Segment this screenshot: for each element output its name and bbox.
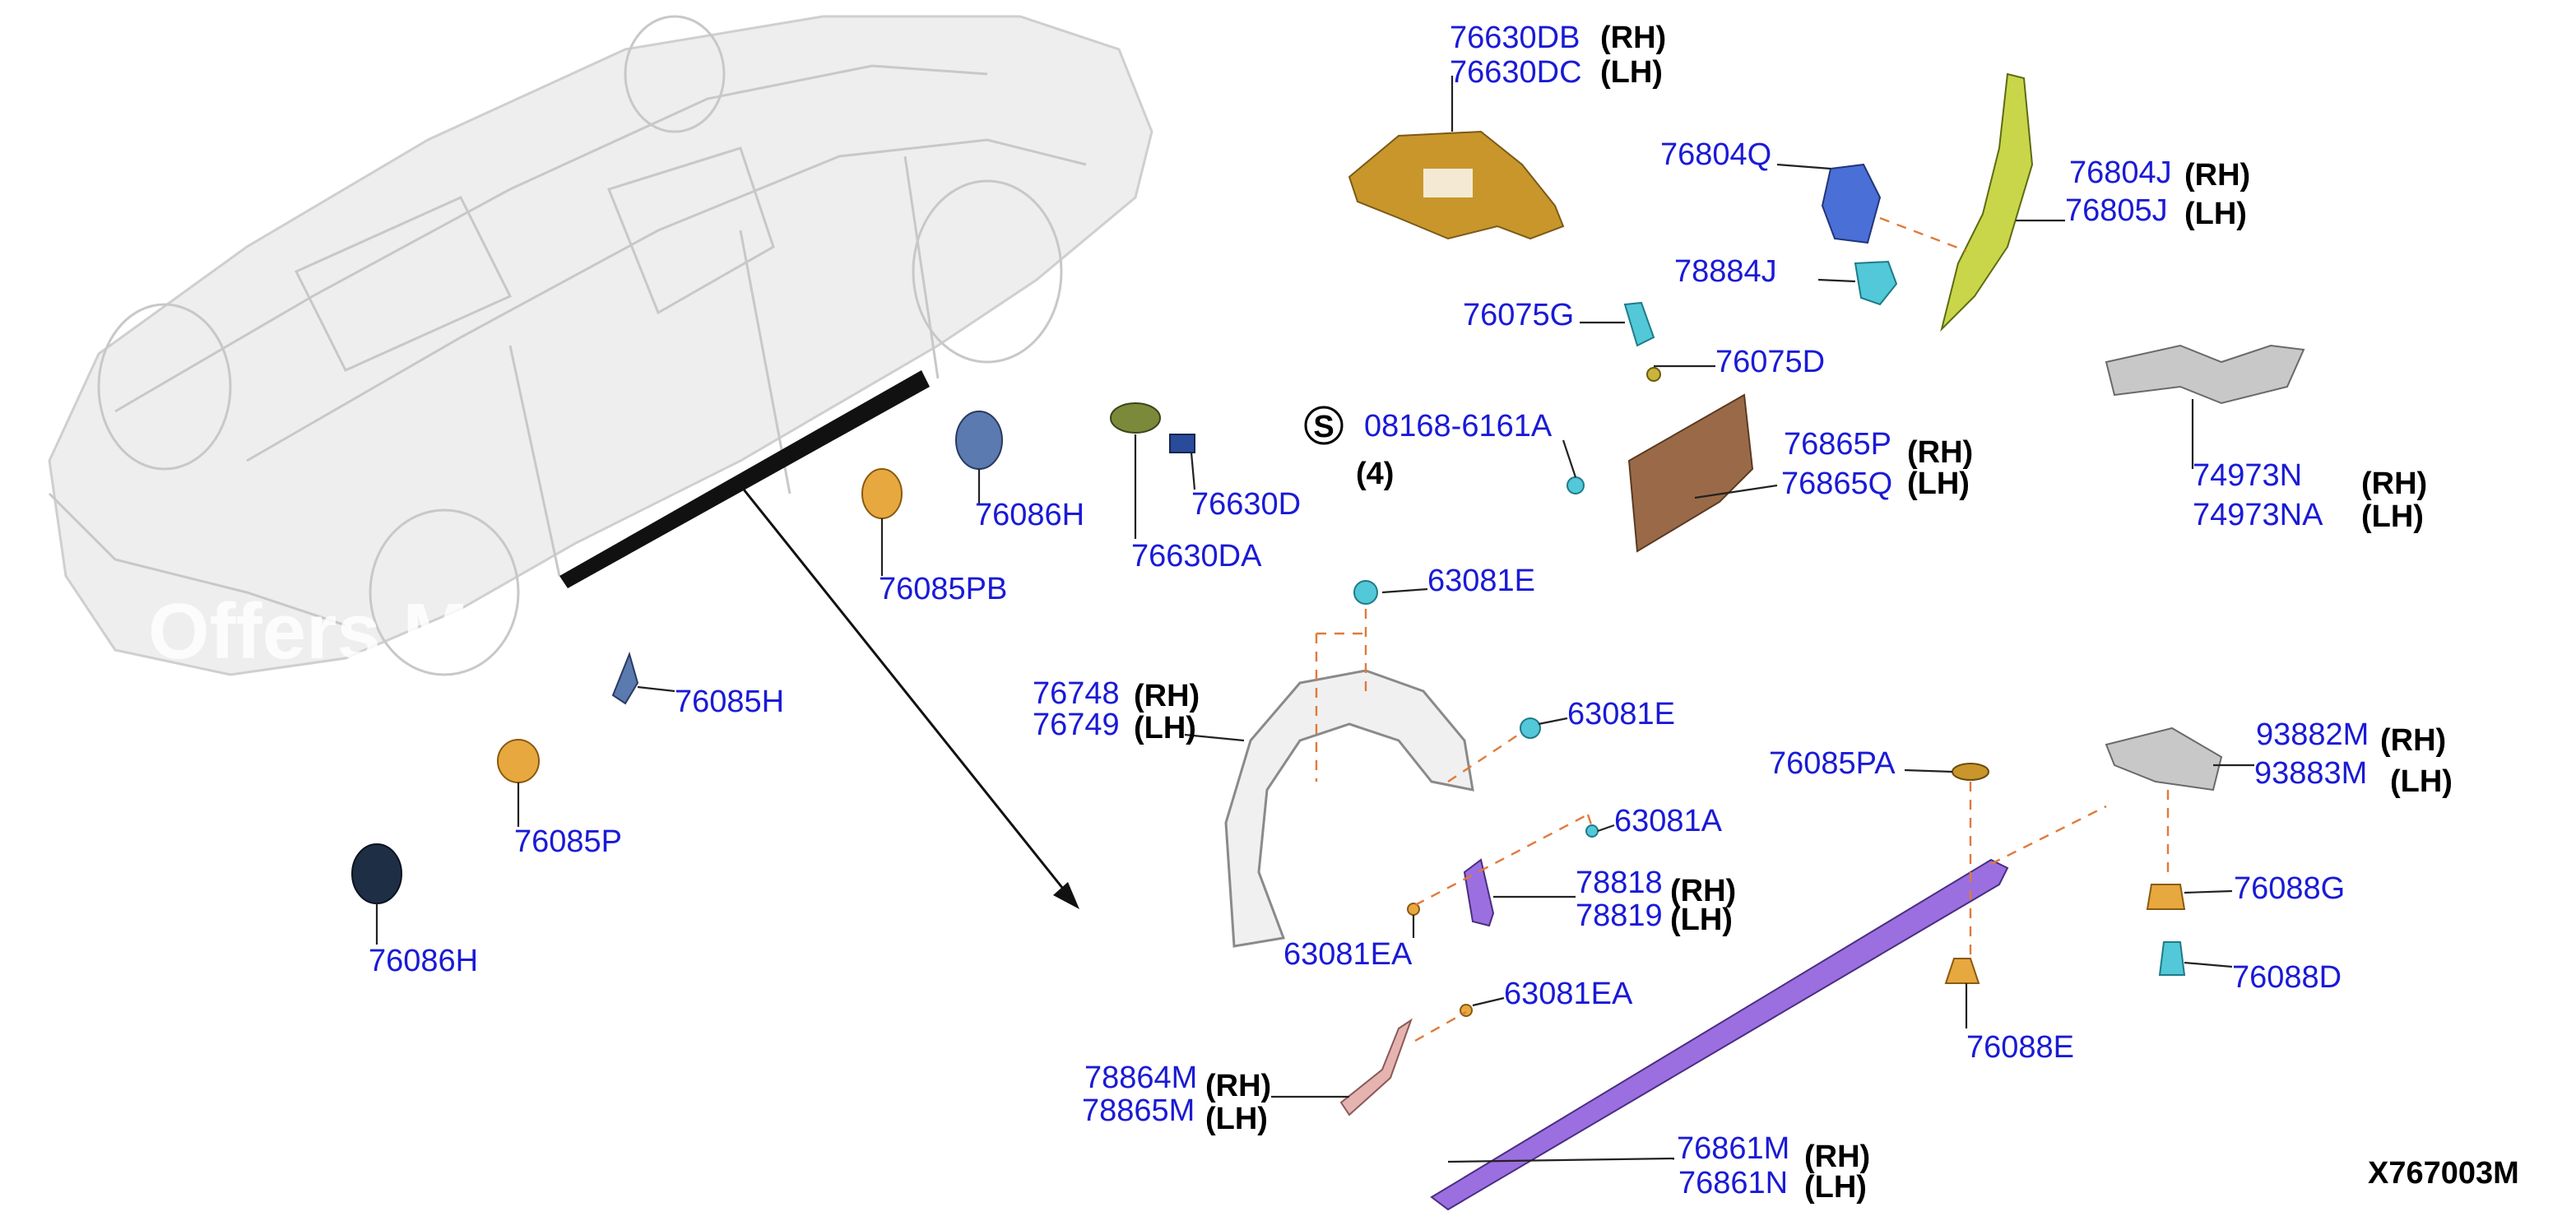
side-lh: (LH) — [1134, 711, 1196, 745]
part-08168-screw — [1566, 476, 1585, 494]
part-76630DA-pad — [1110, 402, 1161, 434]
label-76086H-b: 76086H — [369, 944, 478, 978]
label-76630DC: 76630DC — [1450, 55, 1582, 90]
label-93883M: 93883M — [2254, 756, 2367, 791]
part-76075G — [1623, 301, 1655, 347]
side-rh: (RH) — [2380, 723, 2446, 758]
part-63081EA-clip-b — [1460, 1004, 1473, 1017]
part-74973N-shield — [2105, 344, 2305, 405]
label-76075D: 76075D — [1715, 345, 1825, 379]
label-76861N: 76861N — [1678, 1166, 1788, 1200]
part-76088E — [1944, 958, 1980, 984]
part-76088D — [2158, 941, 2186, 976]
pointer-arrow — [739, 485, 1071, 898]
label-76804J: 76804J — [2069, 156, 2172, 190]
label-76086H-a: 76086H — [975, 498, 1084, 532]
label-93882M: 93882M — [2256, 717, 2369, 752]
part-63081A-clip — [1585, 824, 1599, 838]
label-76805J: 76805J — [2065, 193, 2168, 228]
label-08168-6161A: 08168-6161A — [1364, 409, 1553, 443]
quantity-note: (4) — [1356, 457, 1394, 491]
label-76088D: 76088D — [2232, 960, 2342, 995]
label-76749: 76749 — [1033, 708, 1120, 742]
sill-strip-on-car — [559, 370, 930, 588]
label-76748: 76748 — [1033, 676, 1120, 711]
s-symbol-icon — [1304, 406, 1344, 445]
side-rh: (RH) — [1804, 1140, 1870, 1174]
part-76085PB-plug — [861, 468, 903, 519]
side-rh: (RH) — [1205, 1069, 1271, 1103]
part-76085H-plug — [611, 651, 639, 705]
side-lh: (LH) — [2390, 764, 2453, 799]
label-63081E-b: 63081E — [1567, 697, 1675, 731]
side-lh: (LH) — [2184, 197, 2247, 231]
side-rh: (RH) — [2184, 158, 2250, 193]
part-76086H-plug-b — [351, 843, 402, 904]
label-76630D: 76630D — [1191, 487, 1301, 522]
leader-lines — [375, 76, 2254, 1163]
part-63081E-clip-a — [1353, 580, 1378, 605]
label-74973N: 74973N — [2193, 458, 2302, 493]
side-rh: (RH) — [1670, 874, 1736, 908]
part-63081EA-clip-a — [1407, 903, 1420, 916]
label-78884J: 78884J — [1674, 254, 1777, 289]
side-rh: (RH) — [2361, 467, 2427, 501]
label-63081E-a: 63081E — [1427, 564, 1535, 598]
side-rh: (RH) — [1907, 435, 1973, 470]
part-76630D-clip — [1169, 434, 1195, 453]
part-76088G — [2146, 884, 2186, 910]
part-63081E-clip-b — [1520, 717, 1541, 739]
label-76865P: 76865P — [1784, 427, 1891, 462]
part-76085PA — [1952, 763, 1989, 781]
label-76630DB: 76630DB — [1450, 21, 1580, 55]
side-rh: (RH) — [1134, 679, 1200, 713]
side-rh: (RH) — [1600, 21, 1666, 55]
part-76085P-plug — [497, 739, 540, 783]
label-63081EA-a: 63081EA — [1283, 937, 1413, 972]
label-78818: 78818 — [1576, 866, 1663, 900]
part-76086H-plug-a — [955, 411, 1003, 470]
label-63081EA-b: 63081EA — [1504, 977, 1633, 1011]
arrow-head-icon — [1053, 882, 1079, 909]
label-76861M: 76861M — [1677, 1131, 1789, 1166]
part-76861M-side-sill — [1430, 858, 2009, 1211]
part-76804J-mudflap — [1940, 72, 2034, 332]
side-lh: (LH) — [1600, 55, 1663, 90]
label-76088E: 76088E — [1966, 1030, 2074, 1065]
part-78864M-strip — [1339, 1018, 1413, 1117]
part-76865P-panel — [1627, 393, 1754, 553]
label-74973NA: 74973NA — [2193, 498, 2323, 532]
part-labels: 76630DB (RH) 76630DC (LH) 76804Q 76804J … — [369, 21, 2453, 1205]
side-lh: (LH) — [1907, 467, 1970, 501]
label-78864M: 78864M — [1084, 1061, 1197, 1095]
label-63081A: 63081A — [1614, 804, 1723, 838]
part-76075D — [1646, 367, 1661, 382]
vehicle-illustration: Offers M — [48, 15, 1153, 676]
label-76085H: 76085H — [675, 685, 784, 719]
label-76075G: 76075G — [1463, 298, 1574, 332]
s-symbol-letter: S — [1313, 410, 1334, 444]
watermark: Offers M — [148, 587, 468, 675]
side-lh: (LH) — [1670, 903, 1733, 937]
label-76804Q: 76804Q — [1660, 137, 1771, 172]
label-76085PA: 76085PA — [1769, 746, 1896, 781]
part-76748-fender-liner — [1224, 669, 1474, 948]
side-lh: (LH) — [2361, 499, 2424, 534]
label-78819: 78819 — [1576, 898, 1663, 933]
figure-code: X767003M — [2368, 1156, 2519, 1191]
label-76865Q: 76865Q — [1781, 467, 1892, 501]
part-78818-bracket — [1463, 858, 1495, 927]
label-76088G: 76088G — [2234, 871, 2345, 906]
part-78884J — [1854, 260, 1898, 306]
assembly-dashed-lines — [1315, 216, 2170, 1042]
label-76085PB: 76085PB — [879, 572, 1007, 606]
label-76630DA: 76630DA — [1131, 539, 1262, 573]
label-76085P: 76085P — [514, 824, 622, 859]
part-93882M-bracket — [2105, 727, 2223, 792]
side-lh: (LH) — [1205, 1102, 1268, 1136]
part-76804Q — [1821, 163, 1882, 244]
label-78865M: 78865M — [1082, 1093, 1195, 1128]
side-lh: (LH) — [1804, 1170, 1867, 1205]
